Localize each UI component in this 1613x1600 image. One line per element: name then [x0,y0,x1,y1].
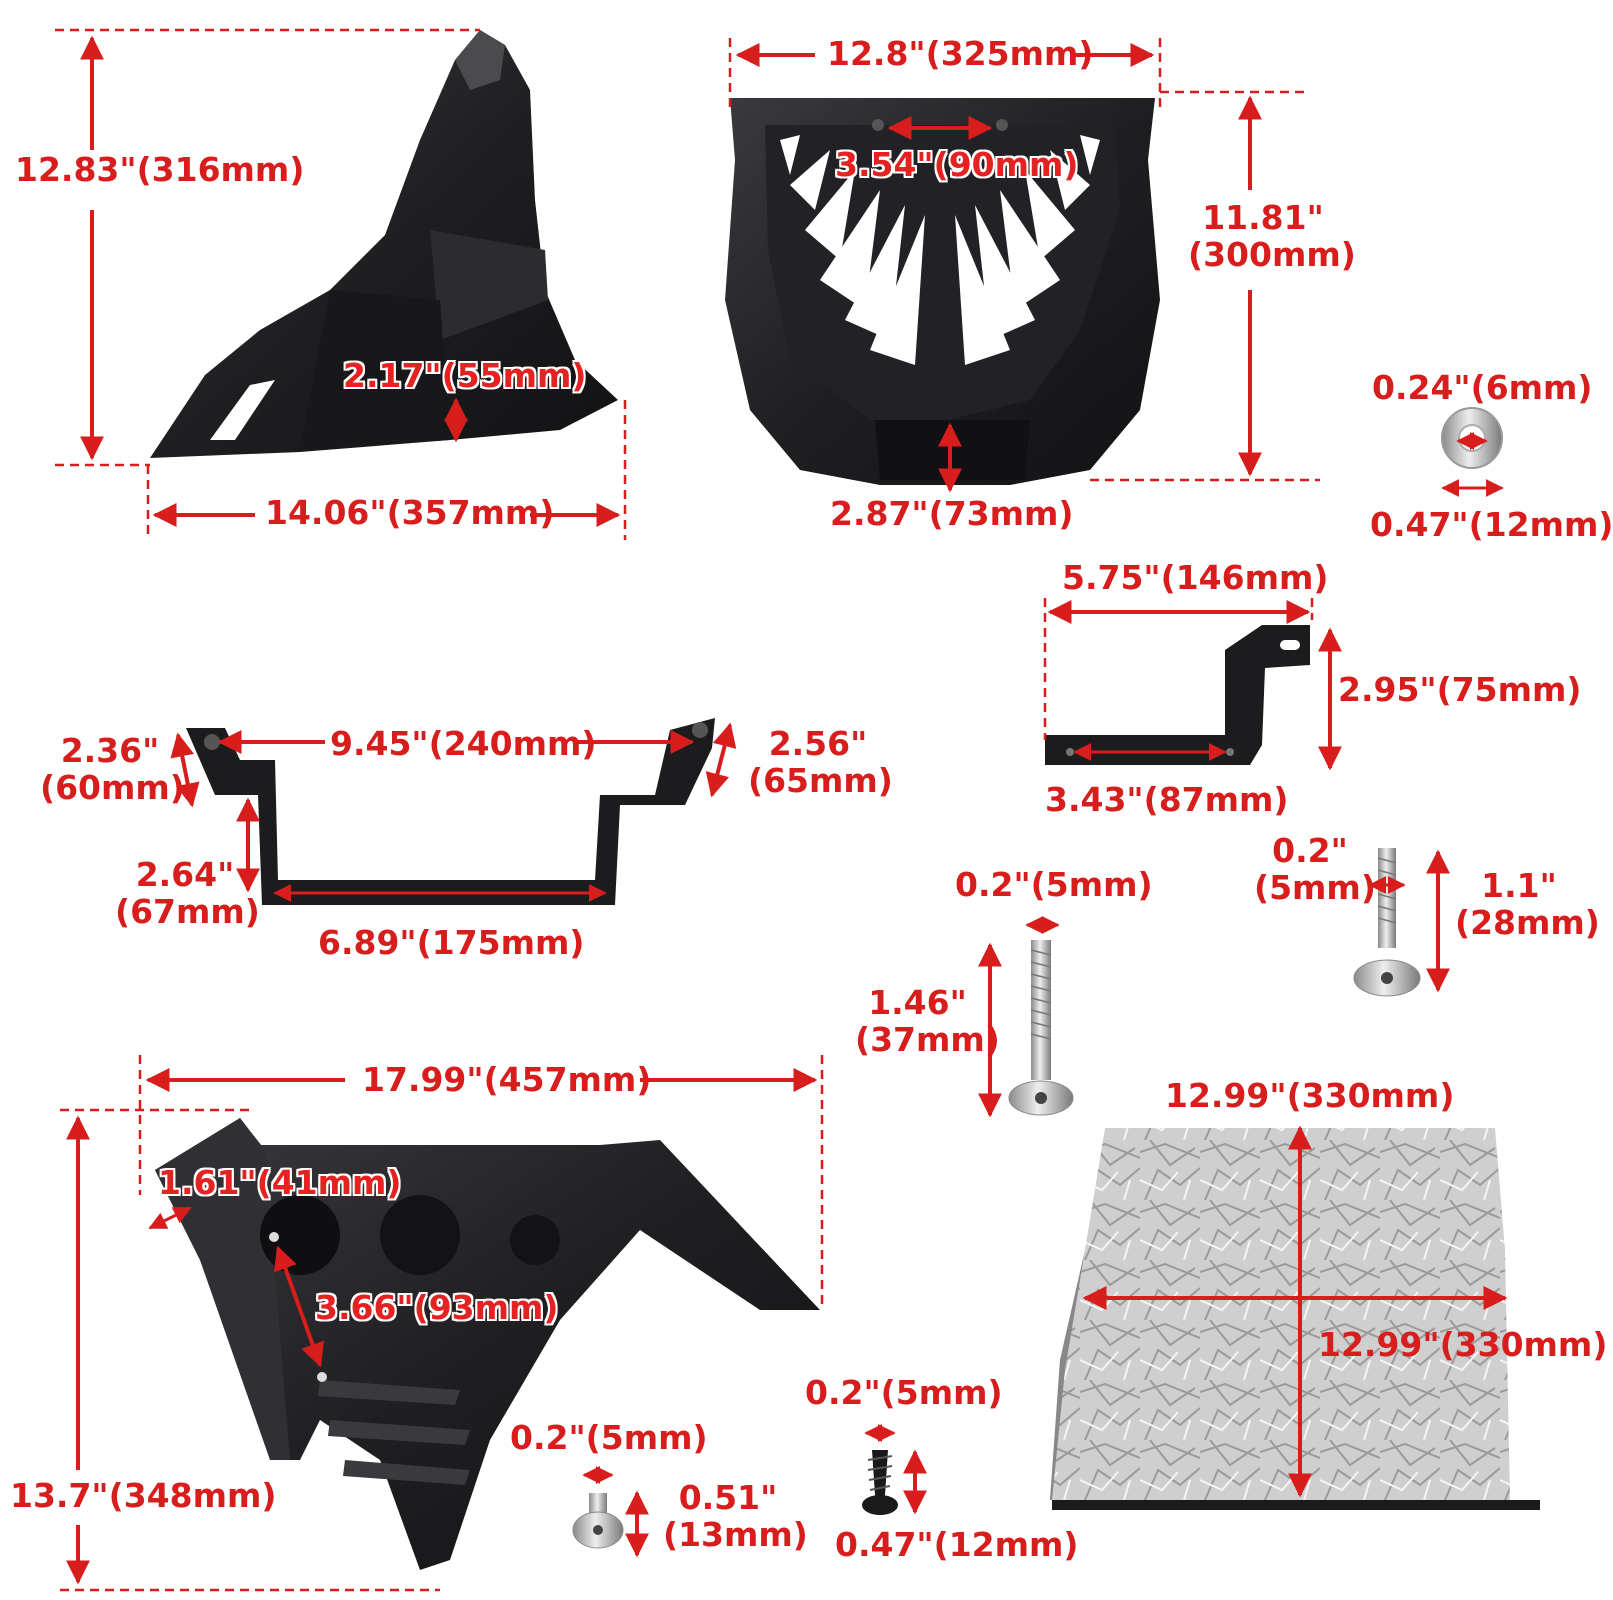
heat-shield-part [1050,1128,1540,1510]
u-bracket-right-tab-mm: (65mm) [748,760,893,800]
heat-shield-width-top-label: 12.99"(330mm) [1165,1076,1455,1115]
u-bracket-depth-mm: (67mm) [115,891,260,931]
u-bracket-bottom-label: 6.89"(175mm) [318,923,585,962]
u-bracket-right-tab-label: 2.56" (65mm) [748,724,893,800]
u-bracket-depth-inches: 2.64" [135,855,235,894]
side-fairing-top-part [150,30,618,458]
long-bolt-dimension-lines [978,916,1060,1118]
u-bracket-dimension-lines [170,722,737,902]
long-bolt-diameter-label: 0.2"(5mm) [955,865,1153,904]
grill-height-inches: 11.81" [1202,198,1324,237]
grill-width-label: 12.8"(325mm) [827,34,1094,73]
medium-bolt-length-inches: 1.1" [1481,866,1557,905]
small-bracket-dimension-lines [1043,598,1342,771]
small-bracket-hole-spacing-label: 3.43"(87mm) [1045,780,1289,819]
small-bracket-height-label: 2.95"(75mm) [1338,670,1582,709]
screw-diameter-label: 0.2"(5mm) [805,1373,1003,1412]
side-fairing-bottom-part [155,1118,820,1570]
small-bracket-part [1045,625,1310,765]
bottom-fairing-hole-spacing-label: 3.66"(93mm) [315,1288,559,1327]
bottom-fairing-edge-label: 1.61"(41mm) [158,1163,402,1202]
bottom-fairing-height-label: 13.7"(348mm) [10,1476,277,1515]
screw-part [862,1424,927,1515]
u-bracket-left-tab-mm: (60mm) [40,767,185,807]
side-fairing-bottom-dimension-lines [60,1055,824,1592]
top-fairing-vent-label: 2.17"(55mm) [343,356,587,395]
heat-shield-dimension-lines [1082,1125,1508,1498]
heat-shield-width-mid-label: 12.99"(330mm) [1318,1325,1608,1364]
short-bolt-length-mm: (13mm) [663,1514,808,1554]
washer-inner-label: 0.24"(6mm) [1372,368,1593,407]
side-fairing-top-dimension-lines [55,28,627,540]
screw-length-label: 0.47"(12mm) [835,1525,1079,1564]
long-bolt-length-inches: 1.46" [868,983,967,1022]
medium-bolt-dimension-lines [1368,849,1450,993]
u-bracket-left-tab-label: 2.36" (60mm) [40,731,185,807]
medium-bolt-diameter-mm: (5mm) [1254,867,1376,907]
medium-bolt-diameter-inches: 0.2" [1272,831,1348,870]
u-bracket-left-tab-inches: 2.36" [60,731,160,770]
grill-height-label: 11.81" (300mm) [1188,198,1356,274]
short-bolt-diameter-label: 0.2"(5mm) [510,1418,708,1457]
u-bracket-right-tab-inches: 2.56" [768,724,868,763]
medium-bolt-diameter-label: 0.2" (5mm) [1254,831,1376,907]
front-grill-part [725,98,1160,485]
u-bracket-depth-label: 2.64" (67mm) [115,855,260,931]
short-bolt-part [572,1466,649,1558]
grill-bottom-label: 2.87"(73mm) [830,494,1074,533]
medium-bolt-part [1353,848,1421,997]
top-fairing-width-label: 14.06"(357mm) [265,493,555,532]
u-bracket-span-label: 9.45"(240mm) [330,724,597,763]
bottom-fairing-width-label: 17.99"(457mm) [362,1060,652,1099]
long-bolt-length-label: 1.46" (37mm) [855,983,1000,1059]
short-bolt-length-inches: 0.51" [678,1478,778,1517]
washer-outer-label: 0.47"(12mm) [1370,505,1613,544]
grill-height-mm: (300mm) [1188,234,1356,274]
top-fairing-height-label: 12.83"(316mm) [15,150,305,189]
medium-bolt-length-label: 1.1" (28mm) [1455,866,1600,942]
front-grill-dimension-lines [728,38,1320,493]
u-bracket-part [186,718,715,905]
long-bolt-part [1008,940,1074,1116]
grill-hole-spacing-label: 3.54"(90mm) [835,145,1079,184]
washer-part [1441,407,1504,497]
short-bolt-length-label: 0.51" (13mm) [663,1478,808,1554]
small-bracket-width-label: 5.75"(146mm) [1062,558,1329,597]
long-bolt-length-mm: (37mm) [855,1019,1000,1059]
medium-bolt-length-mm: (28mm) [1455,902,1600,942]
